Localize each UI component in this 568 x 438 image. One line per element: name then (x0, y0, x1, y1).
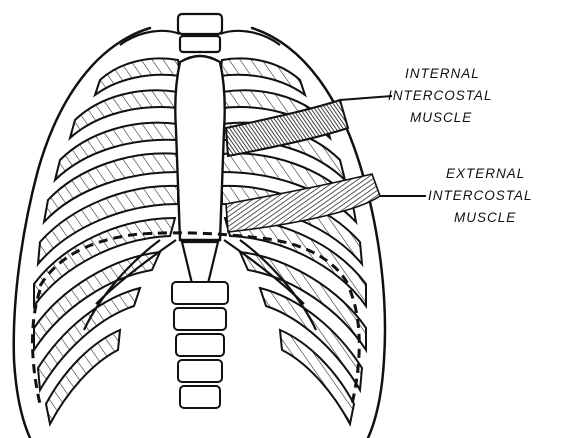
vertebra-top (178, 14, 222, 52)
external-label-line1: EXTERNAL (446, 166, 525, 181)
sternum (175, 56, 225, 240)
internal-label: INTERNAL INTERCOSTAL MUSCLE (388, 66, 493, 125)
internal-label-line2: INTERCOSTAL (388, 88, 493, 103)
internal-leader-line (340, 96, 392, 100)
external-label: EXTERNAL INTERCOSTAL MUSCLE (428, 166, 533, 225)
internal-label-line1: INTERNAL (405, 66, 480, 81)
external-label-line2: INTERCOSTAL (428, 188, 533, 203)
external-label-line3: MUSCLE (454, 210, 516, 225)
internal-label-line3: MUSCLE (410, 110, 472, 125)
lower-spine (172, 282, 228, 408)
